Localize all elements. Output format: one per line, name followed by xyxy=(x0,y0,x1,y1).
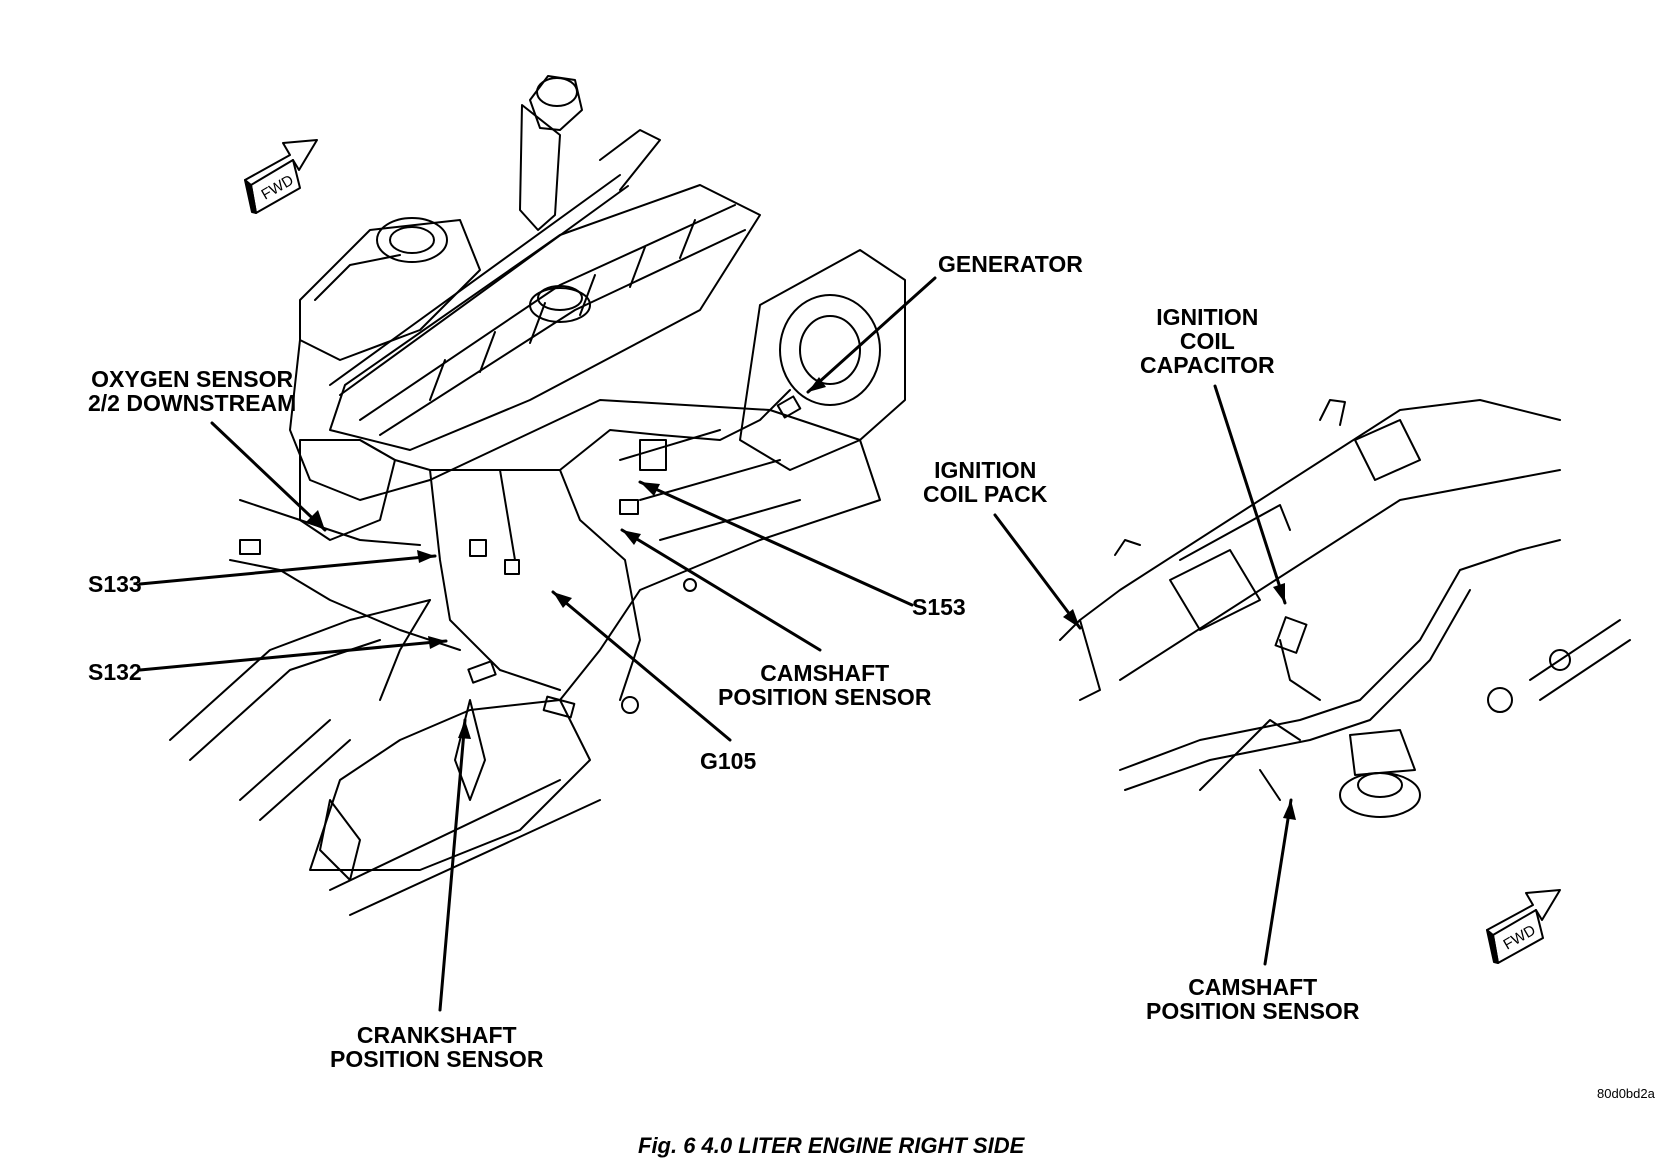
camshaft-sensor-main-label: CAMSHAFT POSITION SENSOR xyxy=(718,661,931,709)
camshaft-sensor-detail-leader xyxy=(1263,798,1293,966)
detail-illustration xyxy=(1059,399,1631,818)
generator-arrowhead xyxy=(808,377,826,392)
camshaft-sensor-detail-label: CAMSHAFT POSITION SENSOR xyxy=(1146,975,1359,1023)
ignition-coil-pack-label-line2: COIL PACK xyxy=(923,481,1048,507)
camshaft-sensor-main-label-line1: CAMSHAFT xyxy=(760,660,890,686)
engine-illustration xyxy=(169,75,906,916)
crankshaft-sensor-leader xyxy=(438,718,467,1012)
s132-leader xyxy=(138,639,448,672)
g105-leader xyxy=(551,590,732,742)
oxygen-sensor-arrowhead xyxy=(306,510,325,530)
fwd-arrow-top xyxy=(244,139,318,214)
ignition-coil-capacitor-label-line1: IGNITION xyxy=(1156,304,1259,330)
s153-arrowhead xyxy=(640,482,660,496)
figure-caption: Fig. 6 4.0 LITER ENGINE RIGHT SIDE xyxy=(638,1133,1025,1158)
oxygen-sensor-label-line2: 2/2 DOWNSTREAM xyxy=(88,390,297,416)
fwd-arrow-bottom xyxy=(1486,889,1561,964)
crankshaft-sensor-label-line1: CRANKSHAFT xyxy=(356,1022,517,1048)
crankshaft-sensor-label: CRANKSHAFT POSITION SENSOR xyxy=(330,1023,543,1071)
g105-label: G105 xyxy=(700,748,757,774)
oxygen-sensor-leader xyxy=(210,421,327,532)
crankshaft-sensor-arrowhead xyxy=(458,720,471,739)
generator-leader xyxy=(806,276,937,394)
camshaft-sensor-main-arrowhead xyxy=(622,530,641,545)
oxygen-sensor-label-line1: OXYGEN SENSOR xyxy=(91,366,294,392)
ignition-coil-pack-arrowhead xyxy=(1063,609,1080,628)
generator-label: GENERATOR xyxy=(938,251,1083,277)
g105-arrowhead xyxy=(553,592,572,608)
ignition-coil-capacitor-label-line3: CAPACITOR xyxy=(1140,352,1275,378)
s133-leader xyxy=(138,554,437,586)
ignition-coil-capacitor-label: IGNITION COIL CAPACITOR xyxy=(1140,305,1275,377)
camshaft-sensor-main-label-line2: POSITION SENSOR xyxy=(718,684,932,710)
crankshaft-sensor-label-line2: POSITION SENSOR xyxy=(330,1046,544,1072)
s133-arrowhead xyxy=(417,550,435,563)
s132-label: S132 xyxy=(88,659,142,685)
oxygen-sensor-label: OXYGEN SENSOR 2/2 DOWNSTREAM xyxy=(88,367,296,415)
s153-label: S153 xyxy=(912,594,966,620)
ignition-coil-pack-label-line1: IGNITION xyxy=(934,457,1037,483)
camshaft-sensor-main-leader xyxy=(620,528,822,652)
camshaft-sensor-detail-label-line1: CAMSHAFT xyxy=(1188,974,1318,1000)
ignition-coil-capacitor-label-line2: COIL xyxy=(1179,328,1235,354)
s133-label: S133 xyxy=(88,571,142,597)
reference-code: 80d0bd2a xyxy=(1597,1086,1655,1101)
ignition-coil-capacitor-leader xyxy=(1213,384,1287,605)
ignition-coil-pack-leader xyxy=(993,513,1082,630)
ignition-coil-capacitor-arrowhead xyxy=(1273,583,1285,603)
camshaft-sensor-detail-label-line2: POSITION SENSOR xyxy=(1146,998,1360,1024)
camshaft-sensor-detail-arrowhead xyxy=(1283,800,1296,820)
s132-arrowhead xyxy=(428,636,446,649)
s153-leader xyxy=(638,480,914,607)
ignition-coil-pack-label: IGNITION COIL PACK xyxy=(923,458,1047,506)
